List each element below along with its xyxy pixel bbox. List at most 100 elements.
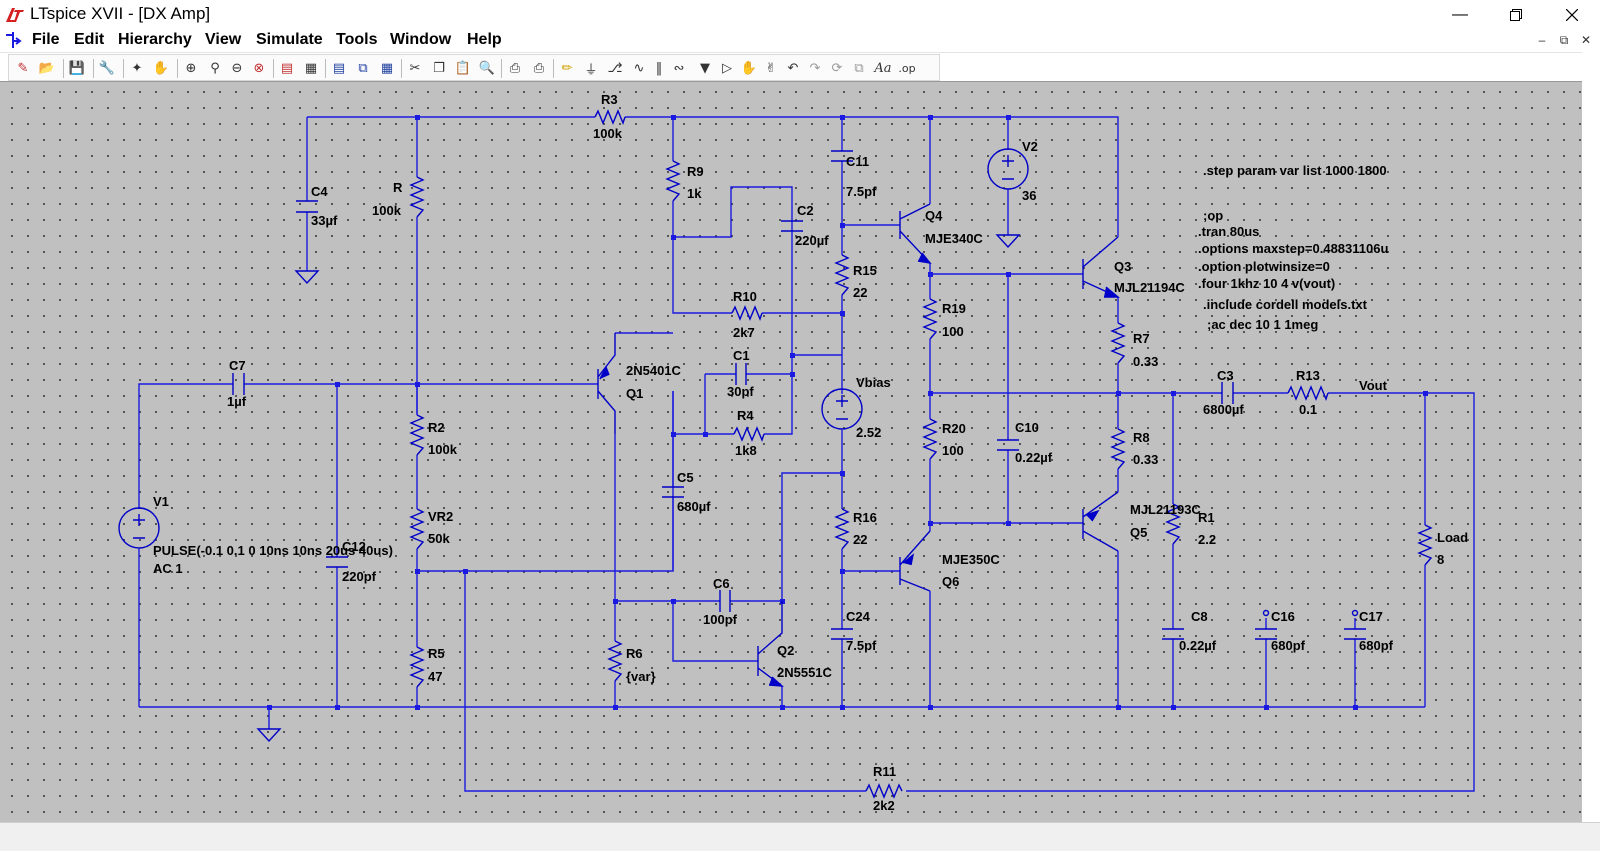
- menu-hierarchy[interactable]: Hierarchy: [118, 31, 192, 48]
- spice-directive-icon[interactable]: .op: [898, 61, 916, 75]
- cascade-icon[interactable]: ⧉: [358, 60, 368, 76]
- transistor-Q1: [597, 333, 616, 434]
- run-icon[interactable]: ✦: [131, 60, 143, 76]
- capacitor-icon[interactable]: ‖: [655, 60, 663, 76]
- resistor-R8: [1110, 428, 1126, 470]
- resistor-icon[interactable]: ∿: [633, 60, 645, 76]
- redo-icon[interactable]: ↷: [809, 60, 821, 76]
- menu-window[interactable]: Window: [390, 31, 452, 48]
- V2-value: 36: [1022, 188, 1036, 203]
- R6-name: R6: [626, 646, 643, 661]
- ground-v2: [995, 234, 1021, 249]
- c17-pin: [1351, 609, 1359, 617]
- C16-name: C16: [1271, 609, 1295, 624]
- C4-value: 33µf: [311, 213, 338, 228]
- control-panel-icon[interactable]: 🔧: [98, 60, 116, 76]
- text-icon[interactable]: Aa: [874, 60, 892, 76]
- C24-name: C24: [846, 609, 871, 624]
- Vbias-name: Vbias: [856, 375, 891, 390]
- tile-vertical-icon[interactable]: ▦: [380, 60, 394, 76]
- zoom-out-icon[interactable]: ⊖: [231, 60, 243, 76]
- capacitor-C12: [326, 556, 348, 568]
- Load-name: Load: [1437, 530, 1468, 545]
- C7-name: C7: [229, 358, 246, 373]
- Q1-name: Q1: [626, 386, 643, 401]
- C17-name: C17: [1359, 609, 1383, 624]
- close-icon: [1566, 9, 1578, 21]
- C12-value: 220pf: [342, 569, 377, 584]
- open-folder-icon[interactable]: 📂: [38, 60, 56, 76]
- capacitor-C24: [831, 628, 853, 640]
- C11-value: 7.5pf: [846, 184, 877, 199]
- move-icon[interactable]: ✋: [740, 60, 758, 76]
- minimize-button[interactable]: —: [1452, 6, 1468, 23]
- zoom-fit-icon[interactable]: ⊗: [253, 60, 265, 76]
- C12-name: C12: [342, 539, 366, 554]
- vsource-V2: [987, 148, 1029, 190]
- child-close-button[interactable]: ✕: [1580, 33, 1592, 47]
- Q1-value: 2N5401C: [626, 363, 682, 378]
- ground-icon[interactable]: ⏚: [584, 62, 598, 78]
- zoom-in-icon[interactable]: ⊕: [185, 60, 197, 76]
- resistor-R: [409, 176, 425, 218]
- fft-icon[interactable]: ▦: [304, 60, 318, 76]
- copy-icon[interactable]: ❐: [433, 60, 445, 76]
- status-bar: [0, 822, 1600, 851]
- print-preview-icon[interactable]: ⎙: [509, 60, 521, 76]
- toolbar-strip: ✎ 📂 💾 🔧 ✦ ✋ ⊕ ⚲ ⊖ ⊗ ▤ ▦ ▤ ⧉ ▦ ✂ ❐ 📋 🔍: [8, 54, 940, 81]
- toolbar-separator: [93, 59, 94, 78]
- label-net-icon[interactable]: ⎇: [607, 60, 623, 76]
- child-restore-button[interactable]: ⧉: [1559, 33, 1569, 47]
- paste-icon[interactable]: 📋: [454, 60, 472, 76]
- child-minimize-button[interactable]: –: [1538, 33, 1546, 47]
- R8-name: R8: [1133, 430, 1150, 445]
- rotate-icon[interactable]: ⟳: [831, 60, 843, 76]
- halt-icon[interactable]: ✋: [152, 60, 170, 76]
- diode-icon[interactable]: ▼: [700, 60, 710, 76]
- vertical-scrollbar[interactable]: [1582, 52, 1600, 822]
- C24-value: 7.5pf: [846, 638, 877, 653]
- transistor-Q2: [757, 601, 784, 687]
- wires: [138, 116, 1475, 792]
- close-button[interactable]: [1544, 0, 1600, 30]
- schematic-canvas[interactable]: R3 100k R 100k C4 33µf R9 1k C11 7.5pf C…: [0, 81, 1582, 822]
- print-icon[interactable]: ⎙: [533, 60, 545, 76]
- menu-file[interactable]: File: [32, 31, 60, 48]
- autorange-icon[interactable]: ▤: [280, 60, 294, 76]
- menu-view[interactable]: View: [205, 31, 242, 48]
- tile-horizontal-icon[interactable]: ▤: [332, 60, 346, 76]
- undo-icon[interactable]: ↶: [787, 60, 799, 76]
- component-icon[interactable]: ▷: [722, 60, 732, 76]
- inductor-icon[interactable]: ∾: [673, 60, 685, 76]
- mirror-icon[interactable]: ⧉: [854, 60, 864, 76]
- menu-edit[interactable]: Edit: [74, 31, 105, 48]
- save-icon[interactable]: 💾: [68, 60, 86, 76]
- R2-value: 100k: [428, 442, 458, 457]
- Q4-value: MJE340C: [925, 231, 983, 246]
- cut-icon[interactable]: ✂: [409, 60, 421, 76]
- resistor-R16: [834, 508, 850, 550]
- maximize-button[interactable]: [1488, 0, 1544, 30]
- menu-tools[interactable]: Tools: [336, 31, 378, 48]
- C10-value: 0.22µf: [1015, 450, 1053, 465]
- R-value: 100k: [372, 203, 402, 218]
- pan-icon[interactable]: ⚲: [210, 60, 220, 76]
- C2-name: C2: [797, 203, 814, 218]
- new-schematic-icon[interactable]: ✎: [17, 60, 29, 76]
- R4-value: 1k8: [735, 443, 757, 458]
- resistor-R1: [1165, 503, 1181, 545]
- junctions: [267, 115, 1428, 710]
- Q4-name: Q4: [925, 208, 943, 223]
- toolbar-separator: [553, 59, 554, 78]
- R6-value: {var}: [626, 669, 656, 684]
- menu-simulate[interactable]: Simulate: [256, 31, 323, 48]
- C16-value: 680pf: [1271, 638, 1306, 653]
- draw-wire-icon[interactable]: ✏: [561, 60, 573, 76]
- find-icon[interactable]: 🔍: [478, 60, 496, 76]
- menu-help[interactable]: Help: [467, 31, 502, 48]
- schematic-doc-icon: [6, 32, 22, 48]
- drag-icon[interactable]: ✌: [765, 60, 777, 76]
- resistor-R11: [865, 783, 903, 799]
- Q5-name: Q5: [1130, 525, 1147, 540]
- resistor-Load: [1417, 524, 1433, 566]
